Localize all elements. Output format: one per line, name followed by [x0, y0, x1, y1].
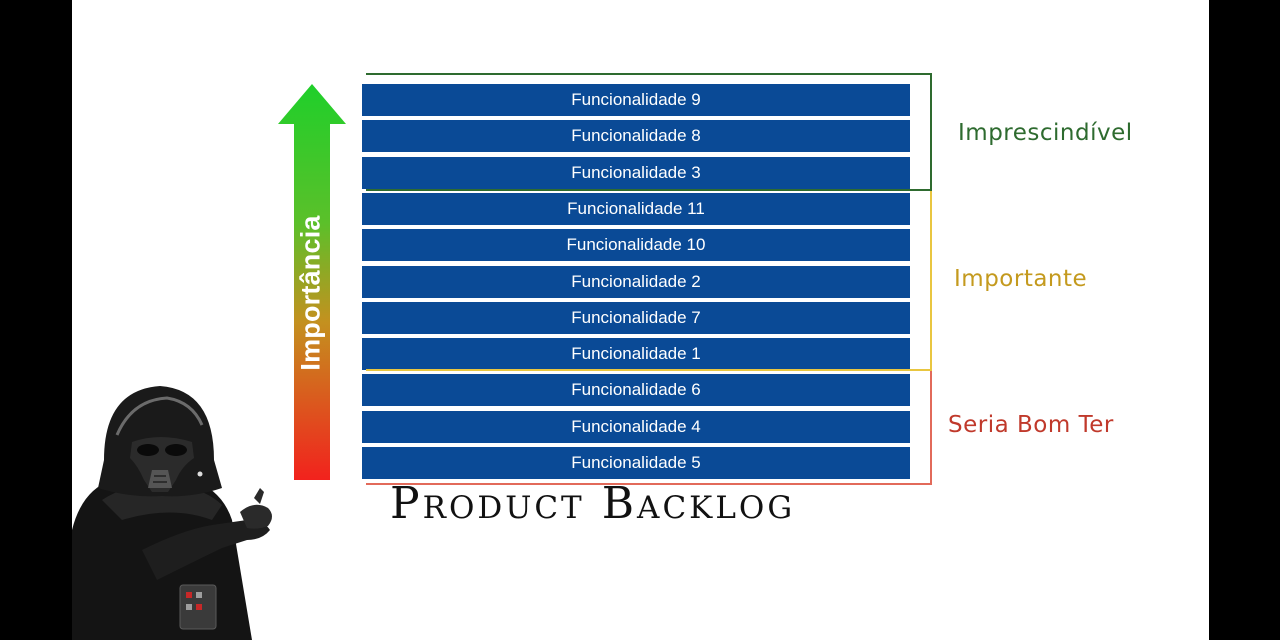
bracket-imprescindivel [366, 73, 932, 191]
bracket-seria-bom-ter [366, 371, 932, 485]
backlog-item: Funcionalidade 11 [362, 193, 910, 225]
group-label-seria-bom-ter: Seria Bom Ter [948, 412, 1114, 438]
axis-label: Importância [295, 215, 326, 371]
up-arrow-icon [278, 84, 346, 480]
bracket-importante [366, 191, 932, 371]
backlog-item: Funcionalidade 9 [362, 84, 910, 116]
backlog-title: Product Backlog [390, 478, 796, 529]
backlog-item: Funcionalidade 8 [362, 120, 910, 152]
backlog-item: Funcionalidade 5 [362, 447, 910, 479]
darth-vader-illustration [72, 386, 272, 640]
backlog-item: Funcionalidade 1 [362, 338, 910, 370]
backlog-item: Funcionalidade 3 [362, 157, 910, 189]
backlog-item: Funcionalidade 7 [362, 302, 910, 334]
backlog-item: Funcionalidade 6 [362, 374, 910, 406]
backlog-item: Funcionalidade 4 [362, 411, 910, 443]
group-label-imprescindivel: Imprescindível [958, 120, 1133, 146]
backlog-list: Funcionalidade 9 Funcionalidade 8 Funciona… [362, 0, 910, 500]
backlog-item: Funcionalidade 10 [362, 229, 910, 261]
backlog-item: Funcionalidade 2 [362, 266, 910, 298]
group-label-importante: Importante [954, 266, 1088, 292]
